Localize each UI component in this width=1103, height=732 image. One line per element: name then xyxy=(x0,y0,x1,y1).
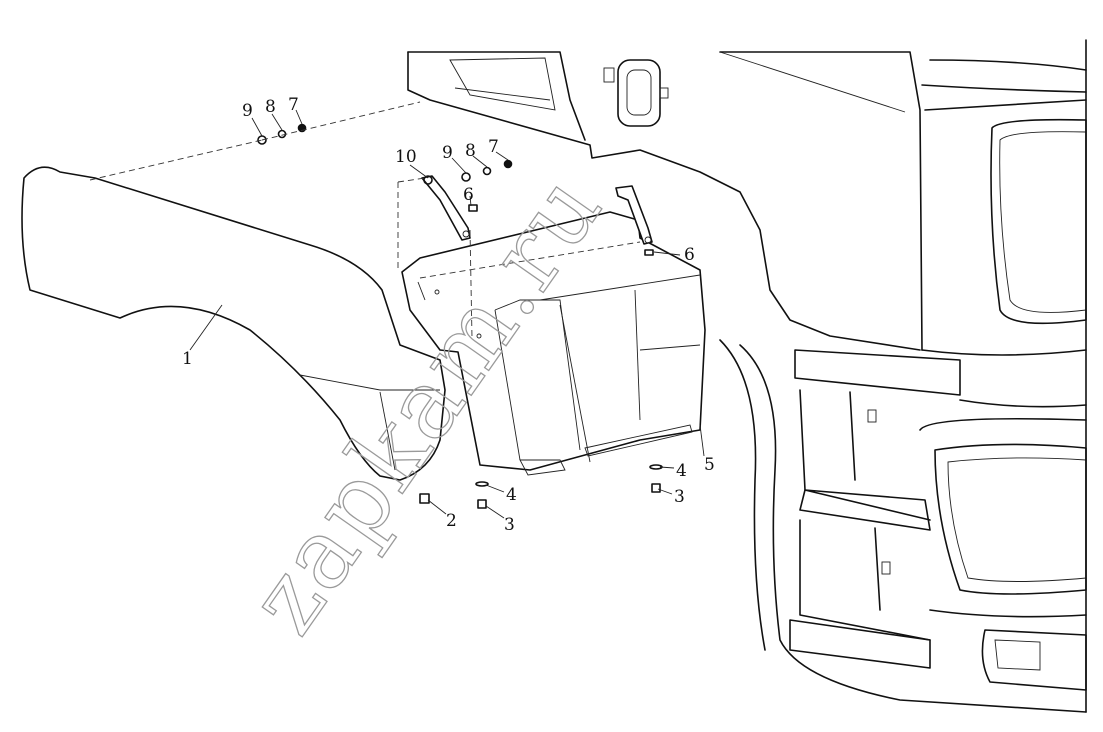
assembly-lines xyxy=(89,101,641,339)
callout-7: 7 xyxy=(488,137,499,157)
callout-9: 9 xyxy=(442,143,453,163)
callout-6: 6 xyxy=(684,245,695,265)
callout-5: 5 xyxy=(704,455,715,475)
callout-8: 8 xyxy=(465,141,476,161)
callout-3: 3 xyxy=(504,515,515,535)
truck-cab xyxy=(407,39,1087,713)
bracket-part-10 xyxy=(421,175,471,241)
callout-2: 2 xyxy=(446,511,457,531)
callout-3: 3 xyxy=(674,487,685,507)
callout-8: 8 xyxy=(265,97,276,117)
callout-7: 7 xyxy=(288,95,299,115)
leader-lines xyxy=(189,109,705,519)
fender-panel-part-1 xyxy=(21,166,446,481)
callout-1: 1 xyxy=(182,349,193,369)
callout-4: 4 xyxy=(676,461,687,481)
callout-labels: 1 2 3 3 4 4 5 6 6 7 7 8 8 9 9 10 xyxy=(182,95,715,535)
callout-6: 6 xyxy=(463,185,474,205)
callout-9: 9 xyxy=(242,101,253,121)
bracket-right xyxy=(615,185,653,245)
splash-shield-part-5 xyxy=(401,211,706,476)
callout-10: 10 xyxy=(395,147,417,167)
callout-4: 4 xyxy=(506,485,517,505)
